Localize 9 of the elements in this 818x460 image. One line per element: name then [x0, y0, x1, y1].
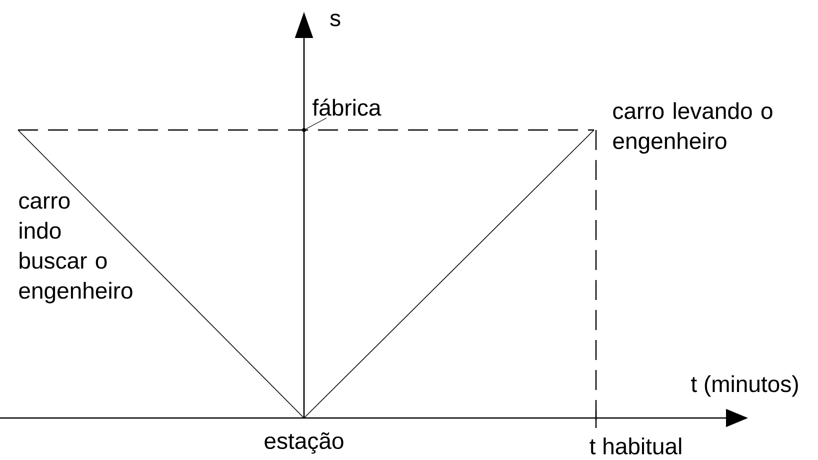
text-label: fábrica	[312, 98, 382, 116]
curve-label: carro indo buscar o engenheiro	[19, 196, 132, 304]
point-label: estação	[264, 432, 344, 454]
axis-label: t (minutos)	[691, 375, 798, 397]
tick-label: t habitual	[590, 438, 682, 454]
curve-label: carro levando o engenheiro	[613, 102, 772, 154]
point-marker	[302, 128, 306, 132]
leader-line	[306, 118, 327, 130]
axis-label: s	[330, 14, 340, 26]
